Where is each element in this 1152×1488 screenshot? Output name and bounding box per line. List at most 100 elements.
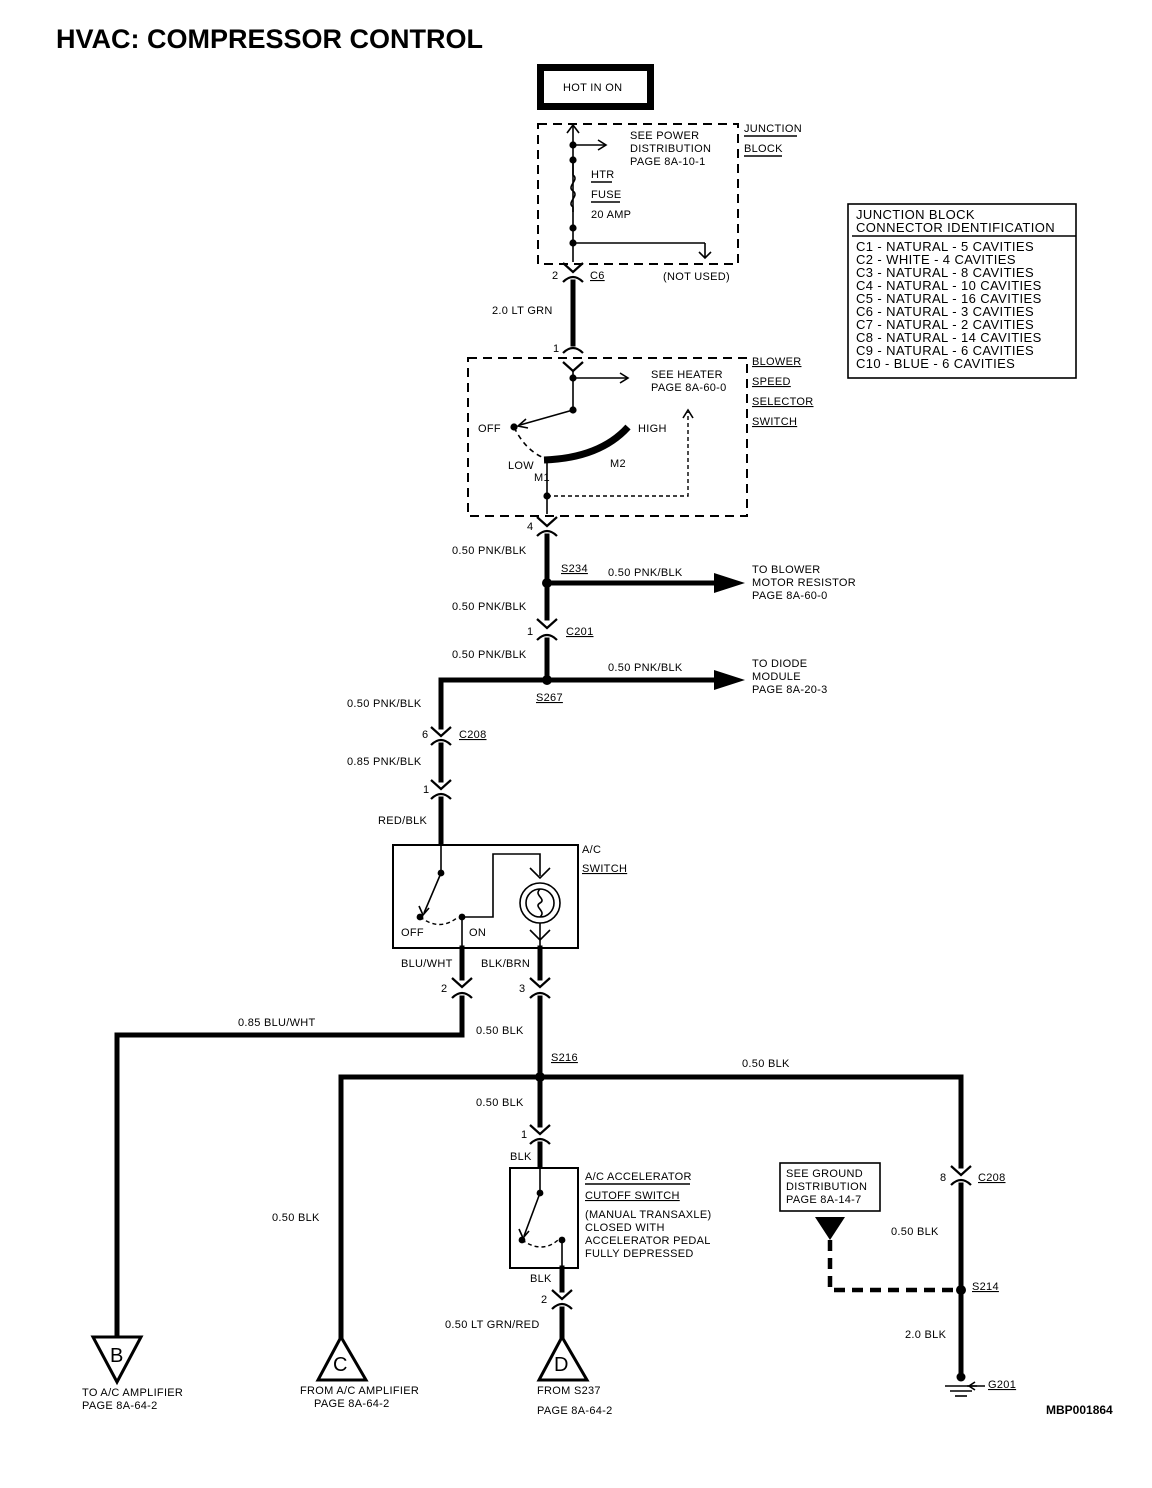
svg-text:2: 2	[552, 270, 558, 282]
svg-text:HTR: HTR	[591, 169, 615, 181]
connector-c6	[562, 262, 584, 283]
svg-text:ON: ON	[469, 927, 486, 939]
svg-text:2: 2	[441, 983, 447, 995]
svg-text:LOW: LOW	[508, 460, 534, 472]
svg-text:FROM A/C AMPLIFIER: FROM A/C AMPLIFIER	[300, 1385, 419, 1397]
svg-text:JUNCTION: JUNCTION	[744, 123, 802, 135]
wire-label-pnk-2: 0.50 PNK/BLK	[452, 601, 527, 613]
svg-text:SEE POWER: SEE POWER	[630, 130, 699, 142]
svg-text:OFF: OFF	[478, 423, 501, 435]
svg-text:BLOWER: BLOWER	[752, 356, 801, 368]
svg-text:TO BLOWER: TO BLOWER	[752, 564, 821, 576]
svg-text:HOT IN ON: HOT IN ON	[563, 82, 622, 94]
svg-text:PAGE 8A-14-7: PAGE 8A-14-7	[786, 1194, 862, 1206]
svg-text:C5 - NATURAL - 16 CAVITIES: C5 - NATURAL - 16 CAVITIES	[856, 291, 1042, 306]
svg-text:C9 - NATURAL - 6 CAVITIES: C9 - NATURAL - 6 CAVITIES	[856, 343, 1034, 358]
svg-text:S214: S214	[972, 1281, 999, 1293]
ground-distribution-reference: SEE GROUND DISTRIBUTION PAGE 8A-14-7	[779, 1162, 961, 1293]
svg-text:PAGE 8A-20-3: PAGE 8A-20-3	[752, 684, 828, 696]
figure-code: MBP001864	[1046, 1403, 1113, 1417]
terminal-b: B TO A/C AMPLIFIER PAGE 8A-64-2	[82, 1335, 183, 1412]
svg-text:2.0 LT GRN: 2.0 LT GRN	[492, 305, 553, 317]
svg-text:MODULE: MODULE	[752, 671, 801, 683]
svg-text:C6: C6	[590, 270, 605, 282]
wire-lt-grn-red: 0.50 LT GRN/RED	[445, 1306, 565, 1343]
connector-c208-right: 8 C208	[940, 1165, 1005, 1186]
svg-text:S216: S216	[551, 1052, 578, 1064]
svg-text:SPEED: SPEED	[752, 376, 791, 388]
terminal-d: D FROM S237 PAGE 8A-64-2	[536, 1333, 613, 1417]
svg-text:C7 - NATURAL - 2 CAVITIES: C7 - NATURAL - 2 CAVITIES	[856, 317, 1034, 332]
wire-blk-s214: 0.50 BLK	[891, 1182, 964, 1378]
svg-text:TO DIODE: TO DIODE	[752, 658, 807, 670]
svg-text:0.50 PNK/BLK: 0.50 PNK/BLK	[608, 662, 683, 674]
svg-text:S267: S267	[536, 692, 563, 704]
wire-blk-brn: BLK/BRN	[481, 945, 543, 981]
svg-text:(NOT USED): (NOT USED)	[663, 271, 730, 283]
junction-block: JUNCTION BLOCK SEE POWER DISTRIBUTION PA…	[537, 123, 802, 283]
svg-text:0.50 PNK/BLK: 0.50 PNK/BLK	[452, 545, 527, 557]
svg-text:0.85 BLU/WHT: 0.85 BLU/WHT	[238, 1017, 316, 1029]
ground-g201: G201	[945, 1372, 1016, 1397]
svg-text:4: 4	[527, 521, 533, 533]
svg-text:3: 3	[519, 983, 525, 995]
svg-text:PAGE 8A-60-0: PAGE 8A-60-0	[752, 590, 828, 602]
svg-text:0.50 PNK/BLK: 0.50 PNK/BLK	[608, 567, 683, 579]
svg-text:2.0 BLK: 2.0 BLK	[905, 1329, 947, 1341]
jb-connector-table: JUNCTION BLOCK CONNECTOR IDENTIFICATION …	[847, 203, 1077, 379]
connector-c201: 1 C201	[527, 618, 593, 641]
svg-text:BLK/BRN: BLK/BRN	[481, 958, 530, 970]
svg-text:0.85 PNK/BLK: 0.85 PNK/BLK	[347, 756, 422, 768]
svg-text:SWITCH: SWITCH	[582, 863, 627, 875]
svg-text:DISTRIBUTION: DISTRIBUTION	[786, 1181, 867, 1193]
svg-text:S234: S234	[561, 563, 588, 575]
svg-text:CLOSED WITH: CLOSED WITH	[585, 1222, 665, 1234]
svg-text:B: B	[110, 1345, 123, 1367]
svg-text:SELECTOR: SELECTOR	[752, 396, 814, 408]
svg-text:6: 6	[422, 729, 428, 741]
svg-text:SEE GROUND: SEE GROUND	[786, 1168, 863, 1180]
svg-text:BLOCK: BLOCK	[744, 143, 783, 155]
splice-s214: S214 2.0 BLK	[905, 1281, 999, 1341]
svg-text:0.50 BLK: 0.50 BLK	[476, 1025, 524, 1037]
svg-text:0.50 BLK: 0.50 BLK	[891, 1226, 939, 1238]
svg-text:PAGE 8A-60-0: PAGE 8A-60-0	[651, 382, 727, 394]
svg-text:JUNCTION BLOCK: JUNCTION BLOCK	[856, 207, 975, 222]
connector-ac-out-3: 3	[519, 977, 551, 999]
connector-accel-in: 1 BLK	[510, 1124, 551, 1171]
svg-text:PAGE 8A-64-2: PAGE 8A-64-2	[537, 1405, 613, 1417]
svg-text:0.50 LT GRN/RED: 0.50 LT GRN/RED	[445, 1319, 540, 1331]
svg-text:D: D	[554, 1354, 568, 1376]
svg-text:PAGE 8A-10-1: PAGE 8A-10-1	[630, 156, 706, 168]
svg-text:SEE HEATER: SEE HEATER	[651, 369, 723, 381]
svg-text:G201: G201	[988, 1379, 1016, 1391]
wire-label-blk-left: 0.50 BLK	[272, 1212, 320, 1224]
svg-text:PAGE 8A-64-2: PAGE 8A-64-2	[314, 1398, 390, 1410]
svg-text:8: 8	[940, 1172, 946, 1184]
svg-text:BLK: BLK	[510, 1151, 532, 1163]
svg-text:20 AMP: 20 AMP	[591, 209, 631, 221]
ac-accelerator-cutoff-switch: A/C ACCELERATOR CUTOFF SWITCH (MANUAL TR…	[509, 1167, 711, 1269]
svg-text:C2 - WHITE - 4 CAVITIES: C2 - WHITE - 4 CAVITIES	[856, 252, 1016, 267]
wire-red-blk: RED/BLK	[378, 796, 444, 848]
svg-text:C10 - BLUE - 6 CAVITIES: C10 - BLUE - 6 CAVITIES	[856, 356, 1015, 371]
wire-blk-a: 0.50 BLK	[476, 995, 543, 1080]
svg-text:1: 1	[521, 1129, 527, 1141]
svg-text:A/C ACCELERATOR: A/C ACCELERATOR	[585, 1171, 692, 1183]
svg-text:TO A/C AMPLIFIER: TO A/C AMPLIFIER	[82, 1387, 183, 1399]
wire-blu-wht: BLU/WHT	[401, 945, 465, 981]
hot-in-on-box: HOT IN ON	[537, 64, 654, 110]
wire-pnk-blk-1: 0.50 PNK/BLK	[452, 533, 550, 621]
svg-text:1: 1	[423, 784, 429, 796]
svg-text:M1: M1	[534, 472, 550, 484]
wire-lt-grn: 2.0 LT GRN	[492, 279, 576, 347]
svg-text:C3 - NATURAL - 8 CAVITIES: C3 - NATURAL - 8 CAVITIES	[856, 265, 1034, 280]
svg-text:(MANUAL TRANSAXLE): (MANUAL TRANSAXLE)	[585, 1209, 711, 1221]
splice-s267: S267 0.50 PNK/BLK TO DIODE MODULE PAGE 8…	[347, 658, 828, 730]
svg-text:PAGE 8A-64-2: PAGE 8A-64-2	[82, 1400, 158, 1412]
svg-text:FUSE: FUSE	[591, 189, 622, 201]
svg-text:1: 1	[527, 626, 533, 638]
svg-text:C6 - NATURAL - 3 CAVITIES: C6 - NATURAL - 3 CAVITIES	[856, 304, 1034, 319]
svg-text:0.50 BLK: 0.50 BLK	[476, 1097, 524, 1109]
